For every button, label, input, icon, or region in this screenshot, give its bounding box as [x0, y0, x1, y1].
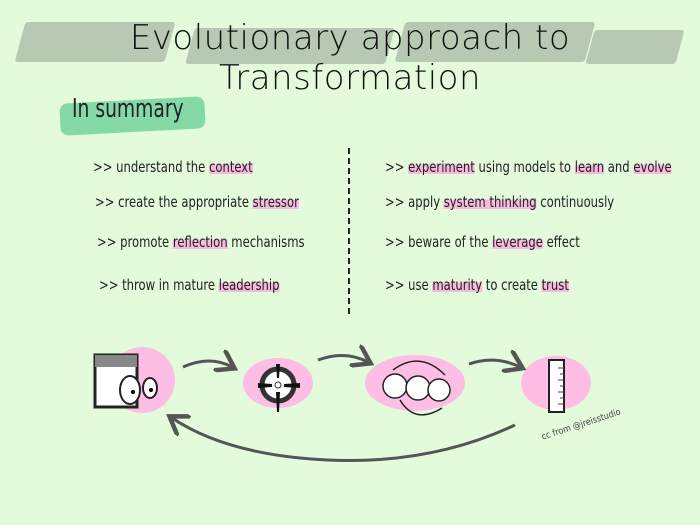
item-text: to create [482, 276, 542, 294]
item-text: and [604, 158, 634, 176]
arrow-3 [468, 360, 520, 367]
title-banner: Evolutionary approach to Transformation [0, 0, 700, 98]
ruler-icon [548, 359, 565, 413]
item-text: using models to [474, 158, 575, 176]
feedback-arrow [172, 418, 516, 463]
highlighted-keyword: maturity [432, 276, 483, 294]
item-text: >> use [385, 276, 433, 294]
highlighted-keyword: experiment [408, 158, 475, 176]
arrow-1 [182, 361, 232, 367]
item-text: continuously [536, 193, 615, 211]
highlighted-keyword: evolve [633, 158, 672, 176]
highlighted-keyword: context [208, 158, 253, 176]
highlighted-keyword: trust [541, 276, 569, 294]
highlighted-keyword: learn [574, 158, 605, 176]
summary-item: >> promote reflection mechanisms [97, 233, 305, 251]
item-text: >> apply [385, 193, 444, 211]
highlighted-keyword: reflection [172, 233, 228, 251]
item-text: >> create the appropriate [95, 193, 253, 211]
summary-item: >> use maturity to create trust [385, 276, 569, 294]
item-text: >> throw in mature [99, 276, 219, 294]
summary-item: >> experiment using models to learn and … [385, 158, 672, 176]
summary-item: >> create the appropriate stressor [95, 193, 299, 211]
target-icon [258, 364, 300, 412]
item-text: >> promote [97, 233, 173, 251]
highlighted-keyword: stressor [252, 193, 299, 211]
highlighted-keyword: system thinking [443, 193, 537, 211]
item-text: effect [542, 233, 580, 251]
item-text: mechanisms [227, 233, 305, 251]
column-divider [348, 148, 352, 314]
item-text: >> understand the [93, 158, 209, 176]
page-title: Evolutionary approach to Transformation [129, 18, 571, 98]
summary-item: >> understand the context [93, 158, 253, 176]
summary-item: >> beware of the leverage effect [385, 233, 580, 251]
window-eyes-icon [93, 353, 158, 409]
summary-item: >> apply system thinking continuously [385, 193, 614, 211]
highlighted-keyword: leverage [492, 233, 543, 251]
summary-item: >> throw in mature leadership [99, 276, 280, 294]
item-text: >> beware of the [385, 233, 493, 251]
item-text: >> [385, 158, 409, 176]
subtitle: In summary [72, 94, 184, 124]
highlighted-keyword: leadership [218, 276, 280, 294]
faces-icon [382, 360, 451, 416]
arrow-2 [317, 355, 368, 362]
